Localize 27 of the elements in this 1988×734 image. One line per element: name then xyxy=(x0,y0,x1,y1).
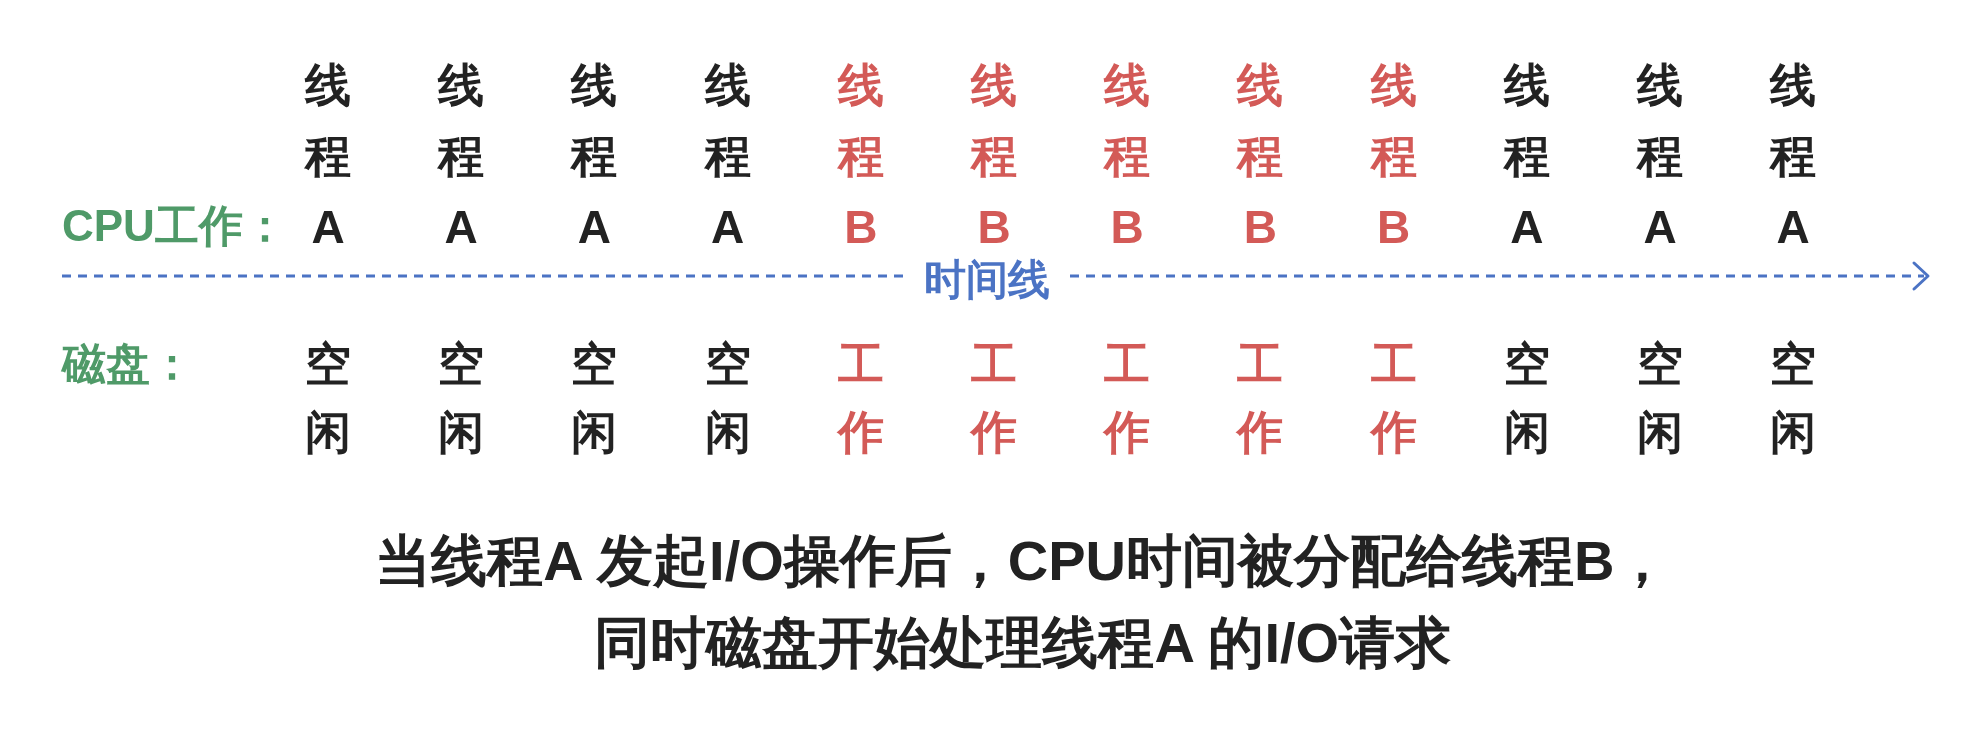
disk-status-label: 空闲 xyxy=(438,337,485,460)
thread-label: 线程A xyxy=(1637,58,1683,255)
thread-label: 线程B xyxy=(1237,58,1284,255)
disk-status-label: 工作 xyxy=(971,337,1017,460)
disk-status-label: 空闲 xyxy=(1637,337,1683,460)
thread-label: 线程A xyxy=(704,58,751,255)
row-label: CPU工作： xyxy=(62,200,287,252)
disk-status-label: 工作 xyxy=(1104,337,1151,460)
thread-label: 线程B xyxy=(1370,58,1417,255)
disk-status-label: 工作 xyxy=(1370,337,1417,460)
disk-status-label: 空闲 xyxy=(1503,337,1550,460)
thread-label: 线程A xyxy=(571,58,618,255)
disk-status-label: 空闲 xyxy=(1770,337,1817,460)
disk-status-label: 工作 xyxy=(837,337,884,460)
thread-label: 线程B xyxy=(971,58,1017,255)
disk-status-label: 空闲 xyxy=(305,337,351,460)
caption: 当线程A 发起I/O操作后，CPU时间被分配给线程B，同时磁盘开始处理线程A 的I/O请求 xyxy=(374,528,1672,676)
disk-status-label: 工作 xyxy=(1237,337,1284,460)
thread-label: 线程A xyxy=(305,58,351,255)
thread-label: 线程A xyxy=(1503,58,1550,255)
row-label: 磁盘： xyxy=(62,338,194,390)
thread-label: 线程B xyxy=(1104,58,1151,255)
thread-label: 线程B xyxy=(837,58,884,255)
disk-status-label: 空闲 xyxy=(571,337,618,460)
thread-label: 线程A xyxy=(1770,58,1817,255)
thread-label: 线程A xyxy=(438,58,485,255)
disk-status-label: 空闲 xyxy=(704,337,751,460)
